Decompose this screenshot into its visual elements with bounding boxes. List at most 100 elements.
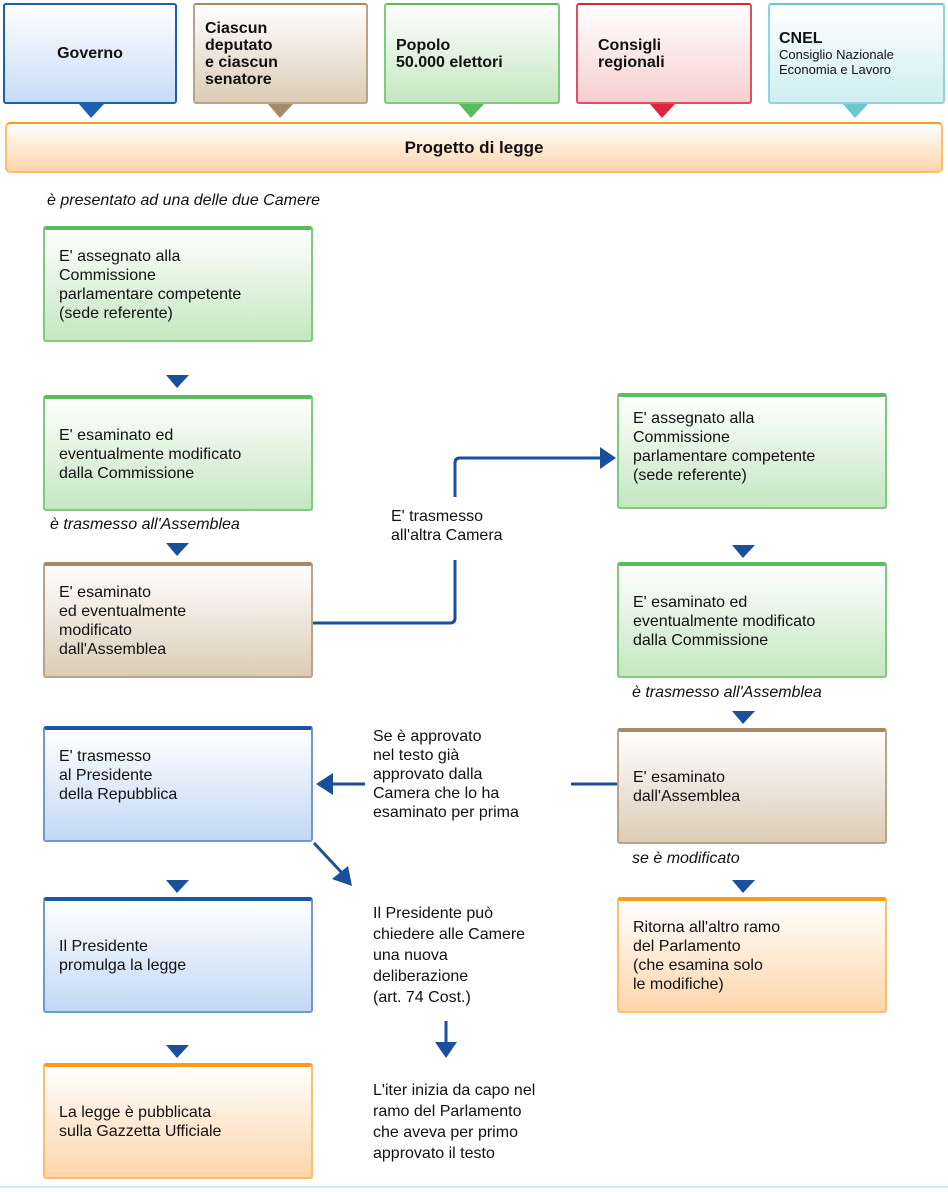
- left-step-commission: E' esaminato ed eventualmente modificato…: [43, 395, 313, 511]
- note-restart: L'iter inizia da capo nel ramo del Parla…: [373, 1080, 535, 1164]
- note-line: approvato dalla: [373, 766, 483, 783]
- pointer-governo-icon: [79, 104, 104, 118]
- step-line: dalla Commissione: [59, 464, 195, 482]
- arrow-left-icon: [316, 773, 333, 795]
- label-presented: è presentato ad una delle due Camere: [47, 192, 321, 209]
- note-line: una nuova: [373, 947, 448, 964]
- arrow-down-icon: [166, 1045, 189, 1058]
- step-line: E' esaminato ed: [59, 426, 174, 444]
- arrow-down-icon: [435, 1042, 457, 1058]
- step-line: promulga la legge: [59, 957, 187, 974]
- step-line: Ritorna all'altro ramo: [633, 919, 781, 936]
- step-line: E' esaminato: [59, 584, 151, 601]
- step-line: della Repubblica: [59, 785, 178, 803]
- source-line: e ciascun: [205, 53, 278, 71]
- step-line: dall'Assemblea: [59, 641, 167, 658]
- source-popolo: Popolo 50.000 elettori: [384, 3, 560, 104]
- note-line: che aveva per primo: [373, 1124, 518, 1141]
- step-line: E' assegnato alla: [59, 248, 181, 265]
- source-line: regionali: [598, 53, 665, 71]
- label-to-assembly-left: è trasmesso all'Assemblea: [50, 516, 240, 533]
- project-bar: Progetto di legge: [5, 122, 943, 173]
- step-line: (che esamina solo: [633, 957, 763, 974]
- step-line: dalla Commissione: [633, 631, 769, 649]
- right-step-assembly: E' esaminato dall'Assemblea: [617, 728, 887, 844]
- arrow-down-icon: [166, 375, 189, 388]
- source-line: 50.000 elettori: [396, 53, 503, 71]
- step-line: le modifiche): [633, 976, 724, 993]
- note-line: nel testo già: [373, 747, 460, 764]
- source-deputati-senatori: Ciascun deputato e ciascun senatore: [193, 3, 368, 104]
- step-line: al Presidente: [59, 766, 153, 784]
- source-line: Popolo: [396, 36, 451, 54]
- note-line: Camera che lo ha: [373, 785, 500, 802]
- note-president-can: Il Presidente può chiedere alle Camere u…: [373, 903, 525, 1008]
- source-label: Governo: [57, 45, 123, 62]
- step-line: del Parlamento: [633, 938, 741, 955]
- step-line: E' assegnato alla: [633, 410, 755, 427]
- step-line: Commissione: [633, 429, 730, 446]
- note-transmitted-other: E' trasmesso all'altra Camera: [391, 507, 503, 545]
- label-to-assembly-right: è trasmesso all'Assemblea: [632, 684, 822, 701]
- arrow-down-icon: [732, 880, 755, 893]
- note-if-approved: Se è approvato nel testo già approvato d…: [373, 727, 519, 822]
- left-step-assigned: E' assegnato alla Commissione parlamenta…: [43, 226, 313, 342]
- step-line: sulla Gazzetta Ufficiale: [59, 1123, 222, 1140]
- connector-other-chamber-top: [453, 456, 603, 497]
- source-line: Ciascun: [205, 19, 268, 37]
- source-label: CNEL: [779, 30, 823, 47]
- note-line: L'iter inizia da capo nel: [373, 1082, 536, 1099]
- source-cnel: CNEL Consiglio Nazionale Economia e Lavo…: [768, 3, 945, 104]
- step-line: Il Presidente: [59, 938, 148, 955]
- step-line: E' esaminato ed: [633, 593, 748, 611]
- arrow-down-icon: [732, 711, 755, 724]
- step-line: eventualmente modificato: [633, 612, 816, 630]
- step-line: modificato: [59, 622, 132, 639]
- pointer-deputati-icon: [268, 104, 293, 118]
- left-step-promulgate: Il Presidente promulga la legge: [43, 897, 313, 1013]
- step-line: parlamentare competente: [59, 286, 242, 303]
- source-consigli-regionali: Consigli regionali: [576, 3, 752, 104]
- left-step-president: E' trasmesso al Presidente della Repubbl…: [43, 726, 313, 842]
- step-line: Commissione: [59, 267, 156, 284]
- left-step-published: La legge è pubblicata sulla Gazzetta Uff…: [43, 1063, 313, 1179]
- arrow-down-icon: [166, 880, 189, 893]
- step-line: parlamentare competente: [633, 448, 816, 465]
- note-line: E' trasmesso: [391, 508, 483, 525]
- note-line: esaminato per prima: [373, 804, 519, 821]
- arrow-right-icon: [600, 447, 616, 469]
- arrow-down-icon: [166, 543, 189, 556]
- note-line: ramo del Parlamento: [373, 1103, 522, 1120]
- connector-diagonal: [312, 841, 345, 876]
- arrow-down-icon: [732, 545, 755, 558]
- label-if-modified: se è modificato: [632, 850, 740, 867]
- note-line: (art. 74 Cost.): [373, 989, 471, 1006]
- step-line: eventualmente modificato: [59, 445, 242, 463]
- source-line: senatore: [205, 70, 272, 88]
- arrow-diagonal-icon: [332, 866, 352, 886]
- note-line: Se è approvato: [373, 728, 482, 745]
- note-line: chiedere alle Camere: [373, 926, 526, 943]
- project-label: Progetto di legge: [404, 137, 544, 157]
- step-line: dall'Assemblea: [633, 788, 741, 805]
- pointer-cnel-icon: [843, 104, 868, 118]
- note-line: deliberazione: [373, 968, 469, 985]
- step-line: E' trasmesso: [59, 747, 151, 765]
- left-step-assembly: E' esaminato ed eventualmente modificato…: [43, 562, 313, 678]
- source-governo: Governo: [3, 3, 177, 104]
- bottom-border: [0, 1186, 948, 1188]
- right-step-return: Ritorna all'altro ramo del Parlamento (c…: [617, 897, 887, 1013]
- step-line: E' esaminato: [633, 769, 725, 786]
- step-line: (sede referente): [633, 467, 747, 484]
- pointer-popolo-icon: [459, 104, 484, 118]
- right-step-assigned: E' assegnato alla Commissione parlamenta…: [617, 393, 887, 509]
- right-step-commission: E' esaminato ed eventualmente modificato…: [617, 562, 887, 678]
- connector-other-chamber: [313, 560, 457, 625]
- pointer-consigli-icon: [650, 104, 675, 118]
- source-subtitle: Economia e Lavoro: [779, 62, 892, 77]
- source-line: Consigli: [598, 36, 662, 54]
- note-line: all'altra Camera: [391, 527, 503, 544]
- source-subtitle: Consiglio Nazionale: [779, 47, 894, 62]
- source-line: deputato: [205, 36, 273, 54]
- step-line: (sede referente): [59, 305, 173, 322]
